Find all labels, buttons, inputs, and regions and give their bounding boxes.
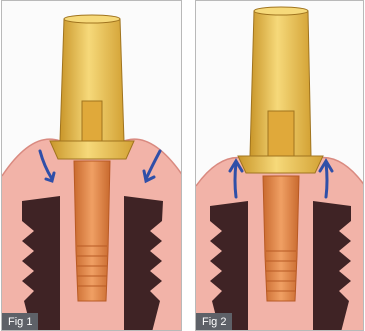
implant-illustration-2 bbox=[196, 1, 364, 331]
implant-screw bbox=[74, 161, 110, 301]
figure-label: Fig 1 bbox=[2, 313, 38, 330]
abutment-collar bbox=[238, 156, 323, 173]
implant-screw bbox=[263, 176, 299, 301]
figure-panel-2: Fig 2 bbox=[195, 0, 364, 331]
bone-threads bbox=[124, 196, 163, 331]
figure-panel-1: Fig 1 bbox=[1, 0, 182, 331]
implant-illustration-1 bbox=[2, 1, 182, 331]
figure-label: Fig 2 bbox=[196, 313, 232, 330]
abutment-collar bbox=[50, 141, 134, 159]
bone-threads bbox=[22, 196, 60, 331]
